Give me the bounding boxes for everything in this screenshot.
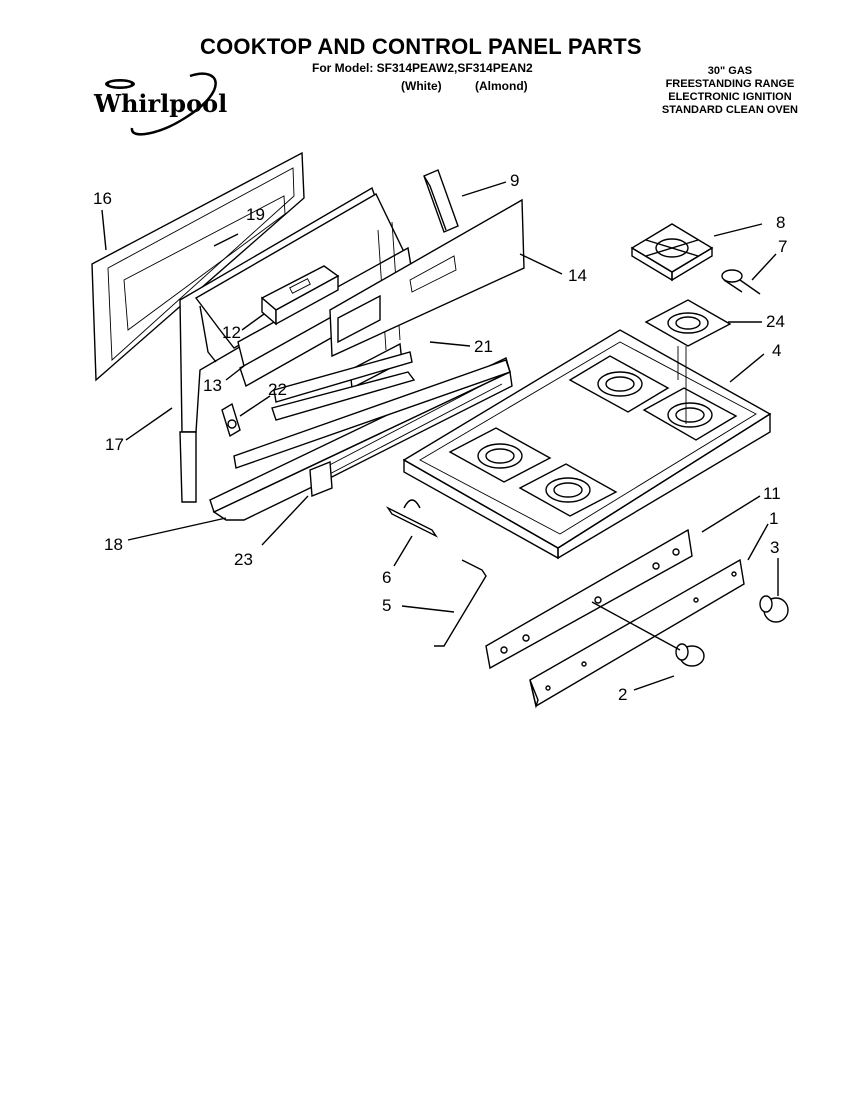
part-11-front-manifold-panel (485, 528, 693, 670)
callout-17: 17 (105, 435, 124, 454)
part-3-control-knob (759, 595, 789, 623)
spec-block: 30" GAS FREESTANDING RANGE ELECTRONIC IG… (662, 65, 798, 117)
callout-13: 13 (203, 376, 222, 395)
callout-11: 11 (763, 484, 781, 503)
spec-line-2: FREESTANDING RANGE (665, 78, 795, 90)
callout-18: 18 (104, 535, 123, 554)
part-24-burner-pan (644, 299, 732, 424)
part-5-wire (434, 559, 487, 647)
callout-2: 2 (618, 685, 627, 704)
model-line: For Model: SF314PEAW2,SF314PEAN2 (312, 61, 533, 75)
part-8-burner-grate (630, 223, 714, 282)
callout-1: 1 (769, 509, 778, 528)
callout-5: 5 (382, 596, 391, 615)
part-18-manifold-channel (209, 357, 513, 521)
variant-almond: (Almond) (475, 79, 528, 93)
part-14-overlay (329, 198, 525, 358)
callout-6: 6 (382, 568, 391, 587)
callout-12: 12 (222, 323, 241, 342)
callout-24: 24 (766, 312, 785, 331)
callout-7: 7 (778, 237, 787, 256)
callout-labels: 16 19 9 8 7 14 12 24 21 4 13 22 17 11 1 … (93, 171, 787, 704)
callout-19: 19 (246, 205, 265, 224)
spec-line-1: 30" GAS (707, 65, 753, 77)
part-16-backguard-glass (91, 151, 305, 382)
part-7-igniter (721, 269, 761, 295)
manifold-rail (271, 351, 416, 421)
part-2-control-knob (591, 601, 705, 667)
leader-lines (101, 181, 779, 691)
callout-22: 22 (268, 380, 287, 399)
callout-3: 3 (770, 538, 779, 557)
page-title: COOKTOP AND CONTROL PANEL PARTS (200, 34, 642, 59)
variant-white: (White) (401, 79, 442, 93)
callout-23: 23 (234, 550, 253, 569)
part-6-bracket (385, 499, 439, 538)
callout-21: 21 (474, 337, 493, 356)
part-9-bracket (423, 169, 459, 233)
callout-9: 9 (510, 171, 519, 190)
callout-8: 8 (776, 213, 785, 232)
part-12-clock (260, 265, 340, 326)
part-1-front-channel (529, 558, 745, 709)
whirlpool-logo: Whirlpool (93, 72, 227, 136)
spec-line-4: STANDARD CLEAN OVEN (661, 104, 798, 116)
spec-line-3: ELECTRONIC IGNITION (668, 91, 792, 103)
callout-4: 4 (772, 341, 781, 360)
callout-16: 16 (93, 189, 112, 208)
svg-text:Whirlpool: Whirlpool (93, 89, 227, 118)
part-4-cooktop (402, 329, 772, 560)
part-22-clip (221, 402, 241, 438)
callout-14: 14 (568, 266, 587, 285)
